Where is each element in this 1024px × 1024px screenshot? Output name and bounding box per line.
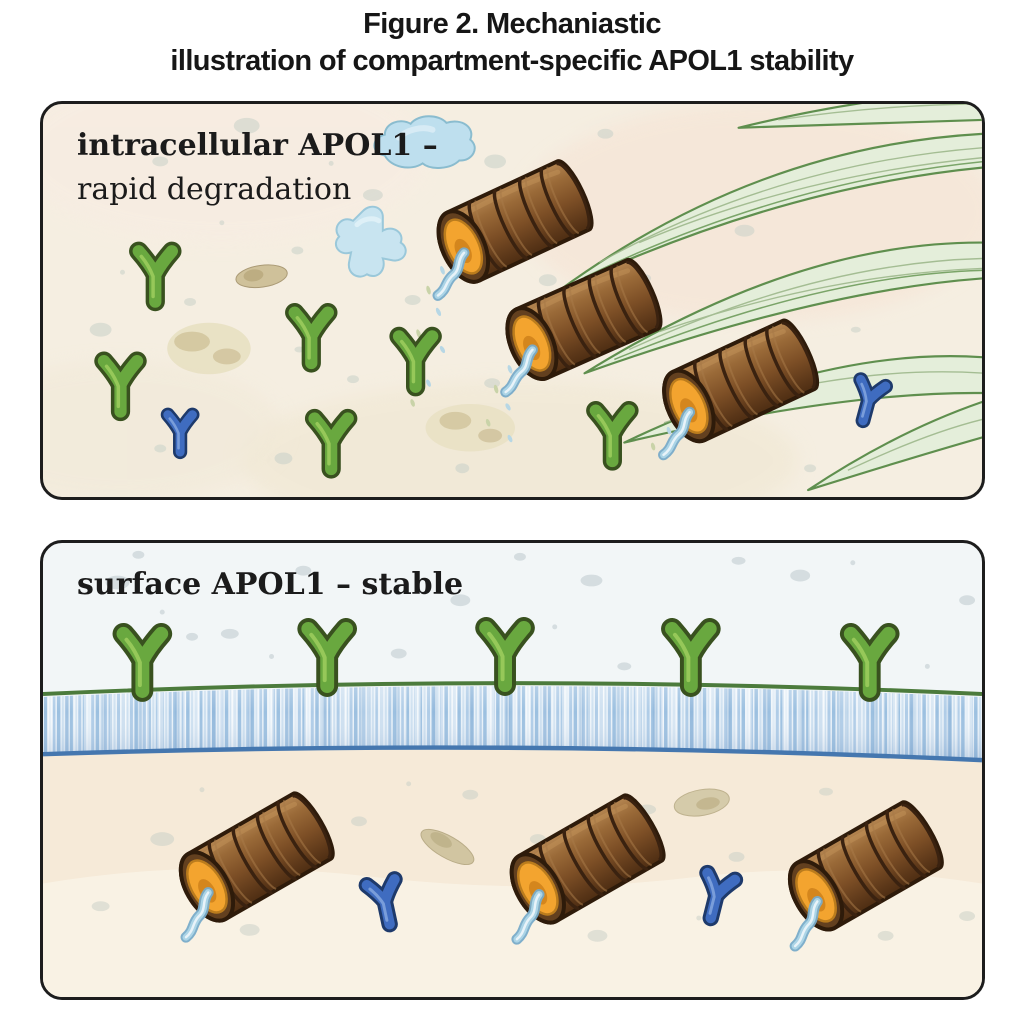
label-intracellular-bold: intracellular APOL1 – bbox=[77, 128, 438, 163]
figure-title-line1: Figure 2. Mechaniastic bbox=[363, 8, 661, 40]
intracellular-illustration bbox=[43, 104, 982, 497]
chaperone-cloud bbox=[373, 115, 476, 169]
apol1-green-surface bbox=[123, 628, 888, 691]
chaperone-cross bbox=[334, 205, 407, 278]
cytosol-speckles bbox=[91, 781, 976, 942]
cytoplasm-speckles bbox=[89, 117, 914, 474]
figure-title: Figure 2. Mechaniastic illustration of c… bbox=[0, 6, 1024, 80]
cytosol-light-wave bbox=[43, 868, 982, 997]
panel-intracellular: intracellular APOL1 – rapid degradation bbox=[40, 101, 985, 500]
label-intracellular-rest: rapid degradation bbox=[77, 172, 352, 207]
aggregate-blobs bbox=[167, 264, 515, 452]
panel-surface-label: surface APOL1 – stable bbox=[77, 567, 464, 602]
surface-illustration bbox=[43, 550, 982, 997]
aggregate-blobs bbox=[420, 788, 730, 866]
panel-intracellular-label: intracellular APOL1 – rapid degradation bbox=[77, 124, 438, 212]
membrane-bottom-line bbox=[43, 745, 982, 763]
plasma-membrane bbox=[43, 681, 982, 763]
figure-title-line2: illustration of compartment-specific APO… bbox=[170, 45, 854, 77]
panel-surface: surface APOL1 – stable bbox=[40, 540, 985, 1000]
